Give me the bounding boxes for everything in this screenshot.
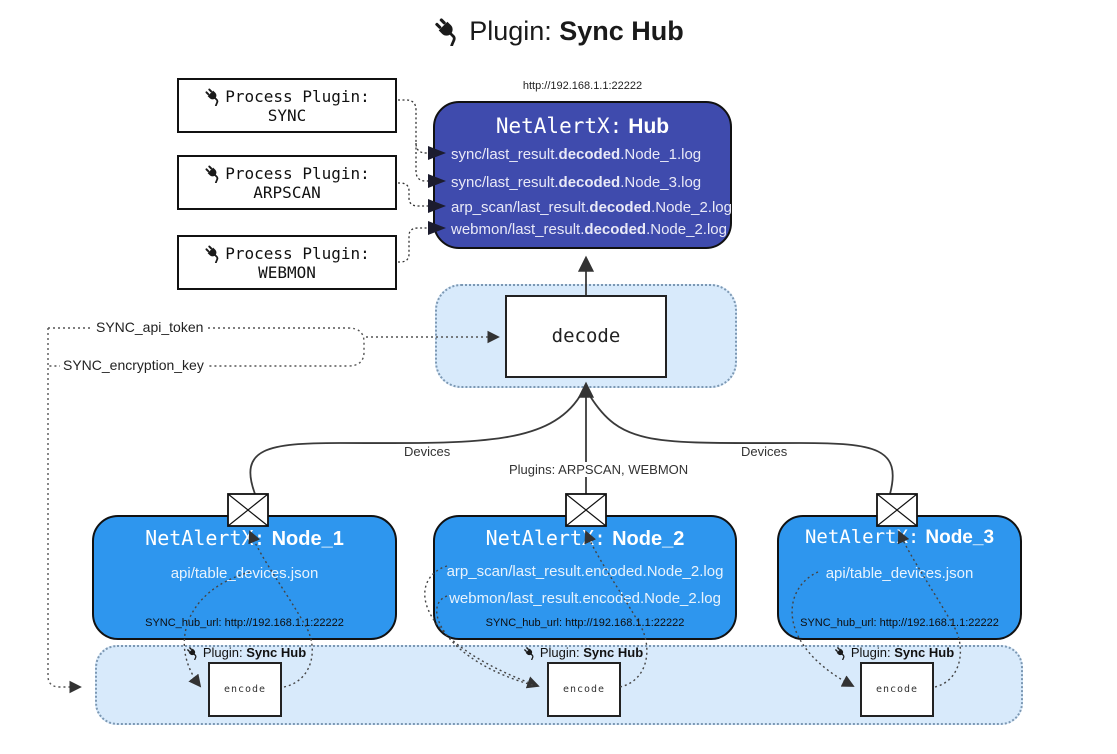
process-plugin-box-webmon: Process Plugin: WEBMON bbox=[177, 235, 397, 290]
encoder-plugin-label: Plugin: Sync Hub bbox=[166, 645, 326, 660]
encode-box: encode bbox=[208, 662, 282, 717]
node-title: NetAlertX:Node_3 bbox=[804, 526, 995, 548]
node-file: api/table_devices.json bbox=[170, 565, 319, 582]
process-plugin-name: ARPSCAN bbox=[253, 182, 321, 202]
node-hub-url: SYNC_hub_url: http://192.168.1.1:22222 bbox=[485, 617, 685, 629]
process-plugin-heading: Process Plugin: bbox=[225, 86, 370, 106]
process-plugin-name: SYNC bbox=[267, 105, 307, 125]
edge-arpscan-hubline3 bbox=[398, 182, 429, 207]
plug-icon bbox=[204, 244, 223, 263]
node-2-box: NetAlertX:Node_2 arp_scan/last_result.en… bbox=[433, 515, 737, 640]
page-title-label: Plugin: bbox=[469, 16, 552, 46]
hub-file-entry: sync/last_result.decoded.Node_3.log bbox=[451, 174, 702, 191]
hub-title: NetAlertX:Hub bbox=[435, 114, 730, 139]
edge-webmon-hubline4 bbox=[398, 227, 429, 263]
hub-box: NetAlertX:Hub sync/last_result.decoded.N… bbox=[433, 101, 732, 249]
edge-label-devices-left: Devices bbox=[400, 444, 455, 459]
node-hub-url: SYNC_hub_url: http://192.168.1.1:22222 bbox=[800, 617, 999, 629]
node-title: NetAlertX:Node_2 bbox=[485, 526, 685, 550]
encoder-plugin-label: Plugin: Sync Hub bbox=[814, 645, 974, 660]
edge-label-devices-right: Devices bbox=[737, 444, 792, 459]
config-encryption-key-label: SYNC_encryption_key bbox=[60, 357, 207, 373]
hub-file-entry: webmon/last_result.decoded.Node_2.log bbox=[451, 221, 727, 238]
plug-icon bbox=[204, 87, 223, 106]
node-3-box: NetAlertX:Node_3 api/table_devices.json … bbox=[777, 515, 1022, 640]
encode-box: encode bbox=[860, 662, 934, 717]
node-1-box: NetAlertX:Node_1 api/table_devices.json … bbox=[92, 515, 397, 640]
plug-icon bbox=[523, 646, 537, 660]
plug-icon bbox=[433, 16, 463, 46]
plug-icon bbox=[186, 646, 200, 660]
hub-url: http://192.168.1.1:22222 bbox=[522, 80, 643, 92]
plug-icon bbox=[204, 164, 223, 183]
encode-box: encode bbox=[547, 662, 621, 717]
edge-sync-hubline2 bbox=[415, 143, 429, 182]
edge-label-plugins-center: Plugins: ARPSCAN, WEBMON bbox=[505, 462, 693, 477]
node-file: api/table_devices.json bbox=[825, 565, 974, 582]
process-plugin-name: WEBMON bbox=[258, 262, 316, 282]
page-title-name: Sync Hub bbox=[559, 16, 684, 46]
process-plugin-box-arpscan: Process Plugin: ARPSCAN bbox=[177, 155, 397, 210]
process-plugin-heading: Process Plugin: bbox=[225, 243, 370, 263]
edge-sync-hubline1 bbox=[398, 99, 429, 154]
hub-file-entry: sync/last_result.decoded.Node_1.log bbox=[451, 146, 702, 163]
node-title: NetAlertX:Node_1 bbox=[145, 526, 344, 550]
node-hub-url: SYNC_hub_url: http://192.168.1.1:22222 bbox=[145, 617, 344, 629]
decode-box: decode bbox=[505, 295, 667, 378]
hub-file-entry: arp_scan/last_result.decoded.Node_2.log bbox=[451, 199, 732, 216]
plug-icon bbox=[834, 646, 848, 660]
process-plugin-heading: Process Plugin: bbox=[225, 163, 370, 183]
edge-config-encoders bbox=[47, 328, 82, 694]
config-api-token-label: SYNC_api_token bbox=[93, 319, 207, 335]
hub-title-label: NetAlertX: bbox=[495, 114, 623, 138]
node-file: arp_scan/last_result.encoded.Node_2.log bbox=[446, 563, 724, 580]
hub-title-name: Hub bbox=[628, 115, 670, 138]
node-file: webmon/last_result.encoded.Node_2.log bbox=[449, 590, 721, 607]
process-plugin-box-sync: Process Plugin: SYNC bbox=[177, 78, 397, 133]
page-title: Plugin: Sync Hub bbox=[0, 16, 1117, 47]
encoder-plugin-label: Plugin: Sync Hub bbox=[503, 645, 663, 660]
